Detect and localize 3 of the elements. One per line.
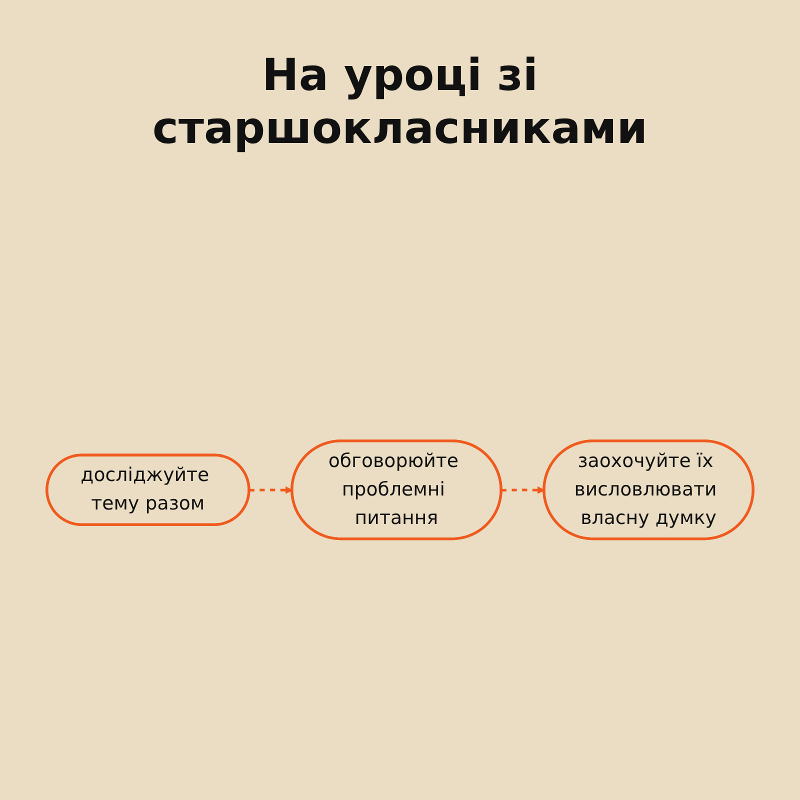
arrow [249,486,293,494]
title: На уроці зі старшокласниками [151,50,649,156]
arrow [501,486,545,494]
